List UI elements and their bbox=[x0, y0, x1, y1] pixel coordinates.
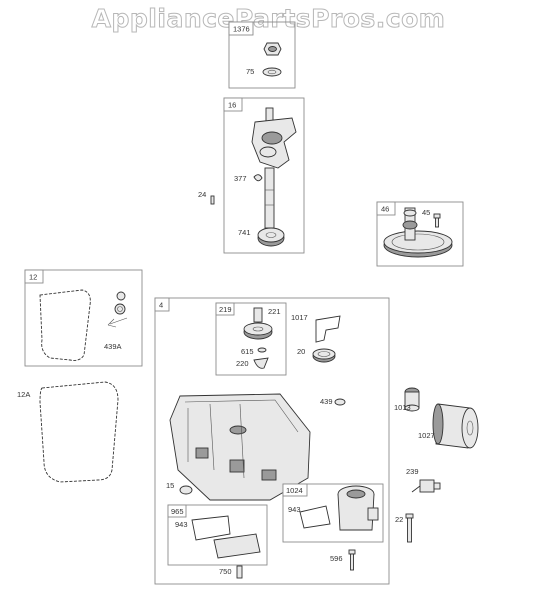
part-seal-20[interactable] bbox=[312, 348, 336, 363]
label-750[interactable]: 750 bbox=[219, 567, 232, 576]
label-615[interactable]: 615 bbox=[241, 347, 254, 356]
box-1024-tag bbox=[282, 483, 308, 497]
label-12a[interactable]: 12A bbox=[17, 390, 30, 399]
label-239[interactable]: 239 bbox=[406, 467, 419, 476]
part-governor-gear[interactable] bbox=[243, 307, 273, 340]
box-965-tag bbox=[167, 504, 187, 518]
box-4: 4 219 221 615 220 1017 bbox=[154, 297, 390, 585]
part-bracket-1017[interactable] bbox=[315, 315, 341, 343]
part-gasket-943[interactable] bbox=[191, 515, 231, 541]
part-bolt-750[interactable] bbox=[236, 565, 243, 579]
box-12-frame bbox=[24, 269, 143, 367]
box-1024: 1024 943 bbox=[282, 483, 384, 543]
label-45[interactable]: 45 bbox=[422, 208, 430, 217]
label-439[interactable]: 439 bbox=[320, 397, 333, 406]
part-adapter-1013[interactable] bbox=[404, 387, 420, 412]
box-1376-tag bbox=[228, 21, 254, 36]
part-plate-943[interactable] bbox=[213, 533, 261, 559]
label-220[interactable]: 220 bbox=[236, 359, 249, 368]
box-1376-frame bbox=[228, 21, 296, 89]
box-1024-tag-label[interactable]: 1024 bbox=[286, 486, 303, 495]
label-221[interactable]: 221 bbox=[268, 307, 281, 316]
box-219-tag-label[interactable]: 219 bbox=[219, 305, 232, 314]
box-1024-frame bbox=[282, 483, 384, 543]
box-16-tag bbox=[223, 97, 243, 112]
part-pin-24[interactable] bbox=[210, 195, 215, 205]
box-219: 219 221 615 220 bbox=[215, 302, 287, 376]
part-oil-filter-1027[interactable] bbox=[432, 403, 479, 449]
box-12: 12 439A bbox=[24, 269, 143, 367]
label-20[interactable]: 20 bbox=[297, 347, 305, 356]
label-1027[interactable]: 1027 bbox=[418, 431, 435, 440]
label-741[interactable]: 741 bbox=[238, 228, 251, 237]
part-screw-45[interactable] bbox=[433, 213, 441, 228]
label-377[interactable]: 377 bbox=[234, 174, 247, 183]
arrow-icon bbox=[107, 317, 128, 328]
box-16: 16 377 741 bbox=[223, 97, 305, 254]
label-1013[interactable]: 1013 bbox=[394, 403, 411, 412]
part-crankcase-cover[interactable] bbox=[169, 393, 311, 501]
label-1017[interactable]: 1017 bbox=[291, 313, 308, 322]
part-crankshaft[interactable] bbox=[251, 107, 297, 229]
part-switch-239[interactable] bbox=[411, 479, 441, 493]
part-oring-439[interactable] bbox=[334, 398, 346, 406]
box-965-tag-label[interactable]: 965 bbox=[171, 507, 184, 516]
label-24[interactable]: 24 bbox=[198, 190, 206, 199]
part-timing-gear[interactable] bbox=[257, 227, 285, 247]
box-1376: 1376 75 bbox=[228, 21, 296, 89]
box-4-tag bbox=[154, 297, 170, 312]
box-1376-tag-label[interactable]: 1376 bbox=[233, 25, 250, 34]
box-4-tag-label[interactable]: 4 bbox=[159, 301, 163, 310]
part-bolt-22[interactable] bbox=[405, 513, 414, 543]
box-219-frame bbox=[215, 302, 287, 376]
label-439a[interactable]: 439A bbox=[104, 342, 122, 351]
label-75[interactable]: 75 bbox=[246, 67, 254, 76]
part-gasket-12[interactable] bbox=[39, 289, 91, 361]
label-943-a[interactable]: 943 bbox=[175, 520, 188, 529]
watermark: AppliancePartsPros.com bbox=[91, 4, 446, 34]
part-oring-small[interactable] bbox=[114, 291, 126, 315]
box-46-frame bbox=[376, 201, 464, 267]
box-46-tag-label[interactable]: 46 bbox=[381, 205, 389, 214]
part-washer[interactable] bbox=[262, 67, 282, 77]
box-12-tag bbox=[24, 269, 44, 284]
box-16-tag-label[interactable]: 16 bbox=[228, 101, 236, 110]
box-965-frame bbox=[167, 504, 268, 566]
label-22[interactable]: 22 bbox=[395, 515, 403, 524]
part-oil-pump[interactable] bbox=[337, 485, 379, 531]
part-plug-15[interactable] bbox=[179, 485, 193, 495]
box-16-frame bbox=[223, 97, 305, 254]
box-46: 46 45 bbox=[376, 201, 464, 267]
part-key[interactable] bbox=[253, 174, 263, 182]
label-596[interactable]: 596 bbox=[330, 554, 343, 563]
box-46-tag bbox=[376, 201, 396, 216]
box-4-frame bbox=[154, 297, 390, 585]
box-12-tag-label[interactable]: 12 bbox=[29, 273, 37, 282]
label-15[interactable]: 15 bbox=[166, 481, 174, 490]
part-gasket-12a[interactable] bbox=[39, 381, 119, 483]
label-943-b[interactable]: 943 bbox=[288, 505, 301, 514]
part-clip-220[interactable] bbox=[253, 357, 269, 369]
box-219-tag bbox=[215, 302, 235, 316]
part-nut[interactable] bbox=[263, 42, 282, 56]
part-bolt-596[interactable] bbox=[348, 549, 356, 571]
part-camshaft[interactable] bbox=[383, 207, 453, 258]
part-washer-615[interactable] bbox=[257, 347, 267, 353]
part-gasket-943-b[interactable] bbox=[299, 505, 331, 529]
box-965: 965 943 bbox=[167, 504, 268, 566]
